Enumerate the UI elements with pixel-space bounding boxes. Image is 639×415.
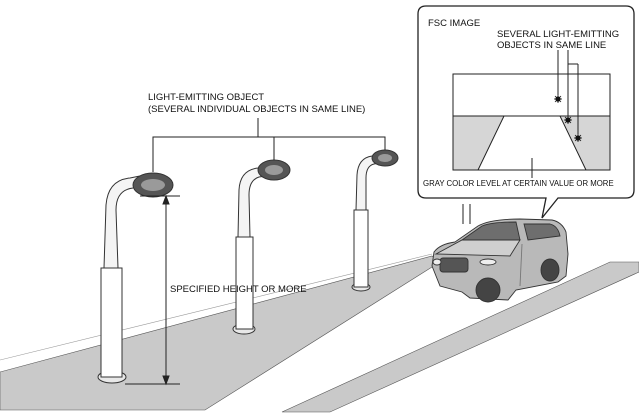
light-object-label-line1: LIGHT-EMITTING OBJECT	[148, 92, 264, 103]
street-lamp-1	[97, 172, 174, 384]
lamp-bracket	[152, 118, 386, 172]
street-lamp-3	[351, 149, 399, 292]
light-object-label-line2: (SEVERAL INDIVIDUAL OBJECTS IN SAME LINE…	[148, 104, 365, 115]
light-marker-3	[574, 134, 582, 142]
several-objects-label-line1: SEVERAL LIGHT-EMITTING	[497, 29, 619, 40]
lamp-3-pole-lower	[353, 209, 369, 288]
light-marker-2	[564, 116, 572, 124]
height-dimension	[125, 194, 180, 386]
camera-sight-lines	[462, 204, 471, 224]
several-objects-leaders	[557, 50, 579, 134]
car-door-line	[519, 243, 523, 287]
lamp-1-pole-lower	[100, 267, 123, 378]
road-right-strip	[281, 261, 639, 413]
car-rear-wheel	[540, 258, 560, 282]
car-hood	[434, 239, 521, 257]
car-headlight-right	[479, 258, 497, 266]
several-objects-label-line2: OBJECTS IN SAME LINE	[497, 40, 606, 51]
lamp-2-pole-upper	[237, 166, 267, 238]
light-object-markers	[554, 95, 582, 142]
street-lamp-2	[232, 159, 291, 335]
car-front-wheel	[475, 277, 501, 303]
lamp-2-lens	[265, 165, 283, 175]
height-label: SPECIFIED HEIGHT OR MORE	[170, 284, 307, 295]
lamp-1-lens	[141, 179, 165, 191]
car-windshield	[460, 221, 521, 241]
light-marker-1	[554, 95, 562, 103]
car-side-window	[523, 223, 561, 241]
car	[431, 218, 569, 303]
lamp-3-lens	[378, 154, 392, 162]
lamp-2-pole-lower	[235, 236, 254, 330]
car-headlight-left	[432, 258, 442, 266]
fsc-title: FSC IMAGE	[428, 18, 480, 29]
gray-level-label: GRAY COLOR LEVEL AT CERTAIN VALUE OR MOR…	[423, 179, 614, 188]
fsc-camera-image	[452, 73, 611, 171]
car-grille	[439, 257, 469, 273]
